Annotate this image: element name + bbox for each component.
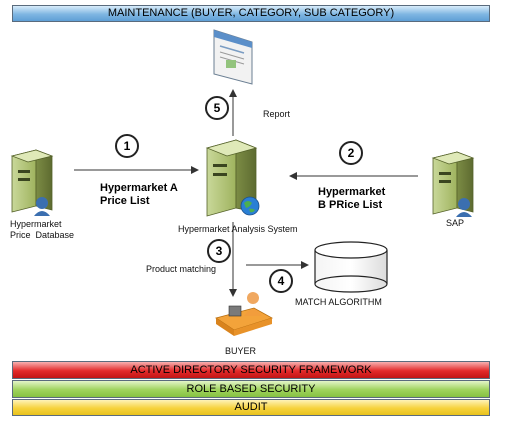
active-directory-band: ACTIVE DIRECTORY SECURITY FRAMEWORK [12,361,490,379]
report-window-icon [213,29,253,85]
step2-label: Hypermarket B PRice List [318,186,386,211]
sap-label: SAP [446,218,465,228]
role-based-security-band: ROLE BASED SECURITY [12,380,490,398]
match-algorithm-label: MATCH ALGORITHM [295,297,382,307]
step-4-badge: 4 [269,269,293,293]
step-5-badge: 5 [205,96,229,120]
analysis-system-server-icon [205,139,260,217]
step1-label: Hypermarket A Price List [100,182,178,207]
step-3-badge: 3 [207,239,231,263]
step-2-badge: 2 [339,141,363,165]
price-database-label: Hypermarket Price Database [10,219,75,240]
flow-arrows [74,89,418,297]
step-1-badge: 1 [115,134,139,158]
match-algorithm-database-icon [314,241,388,293]
report-label: Report [263,109,291,119]
audit-band: AUDIT [12,399,490,416]
step3-label: Product matching [146,264,217,274]
sap-server-icon [431,151,475,217]
analysis-system-label: Hypermarket Analysis System [178,224,298,234]
price-database-server-icon [10,149,54,216]
buyer-person-icon [215,292,274,336]
maintenance-band: MAINTENANCE (BUYER, CATEGORY, SUB CATEGO… [12,5,490,22]
buyer-label: BUYER [225,346,257,356]
